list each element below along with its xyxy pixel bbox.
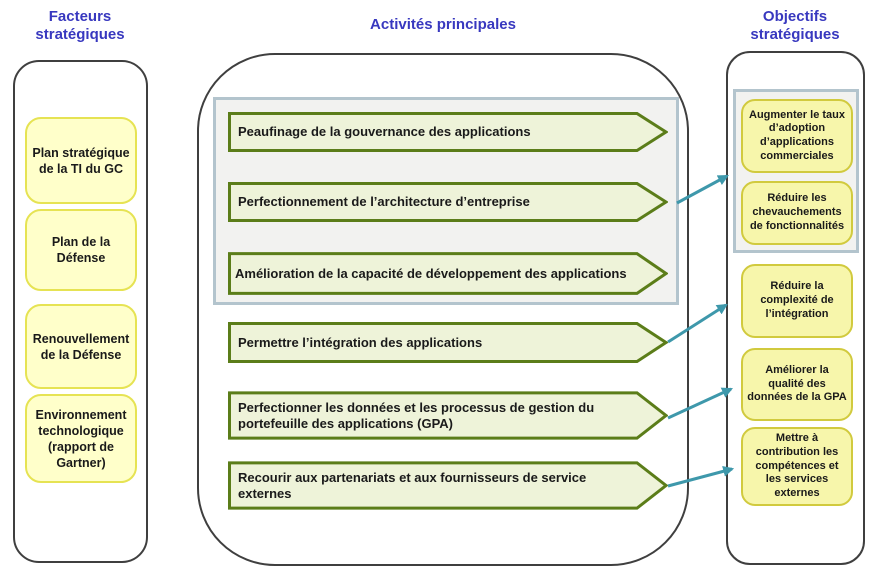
activity-label: Recourir aux partenariats et aux fournis… — [238, 469, 587, 501]
activity-arrow-dev-capacity: Amélioration de la capacité de développe… — [228, 252, 668, 295]
right-arrow-shape-icon — [228, 252, 668, 295]
activity-arrow-architecture: Perfectionnement de l’architecture d’ent… — [228, 182, 668, 222]
activity-label: Perfectionnement de l’architecture d’ent… — [238, 193, 530, 209]
right-arrow-shape-icon — [228, 112, 668, 152]
activity-arrow-apm-data: Perfectionner les données et les process… — [228, 391, 668, 440]
activity-label: Perfectionner les données et les process… — [238, 399, 595, 431]
objective-box-reduce-complexity: Réduire la complexité de l’intégration — [741, 264, 853, 338]
activity-arrow-partnerships: Recourir aux partenariats et aux fournis… — [228, 461, 668, 510]
right-arrow-shape-icon — [228, 182, 668, 222]
right-arrow-shape-icon — [228, 461, 668, 510]
activity-arrow-integration: Permettre l’intégration des applications — [228, 322, 668, 363]
factors-column-header: Facteurs stratégiques — [35, 8, 125, 43]
objective-box-reduce-overlap: Réduire les chevauchements de fonctionna… — [741, 181, 853, 245]
objective-box-apm-data-quality: Améliorer la qualité des données de la G… — [741, 348, 853, 421]
factor-box-gc-it-plan: Plan stratégique de la TI du GC — [25, 117, 137, 204]
objective-box-commercial-adoption: Augmenter le taux d’adoption d’applicati… — [741, 99, 853, 173]
objectives-column-header: Objectifs stratégiques — [750, 8, 840, 43]
factor-box-tech-environment: Environnement technologique (rapport de … — [25, 394, 137, 483]
activity-label: Permettre l’intégration des applications — [238, 334, 483, 350]
factor-box-defence-renewal: Renouvellement de la Défense — [25, 304, 137, 389]
activity-label: Amélioration de la capacité de développe… — [235, 265, 627, 281]
activities-column-header: Activités principales — [370, 16, 516, 33]
activity-label: Peaufinage de la gouvernance des applica… — [238, 123, 531, 139]
right-arrow-shape-icon — [228, 322, 668, 363]
objective-box-external-skills: Mettre à contribution les compétences et… — [741, 427, 853, 506]
activity-arrow-governance: Peaufinage de la gouvernance des applica… — [228, 112, 668, 152]
right-arrow-shape-icon — [228, 391, 668, 440]
factor-box-defence-plan: Plan de la Défense — [25, 209, 137, 291]
